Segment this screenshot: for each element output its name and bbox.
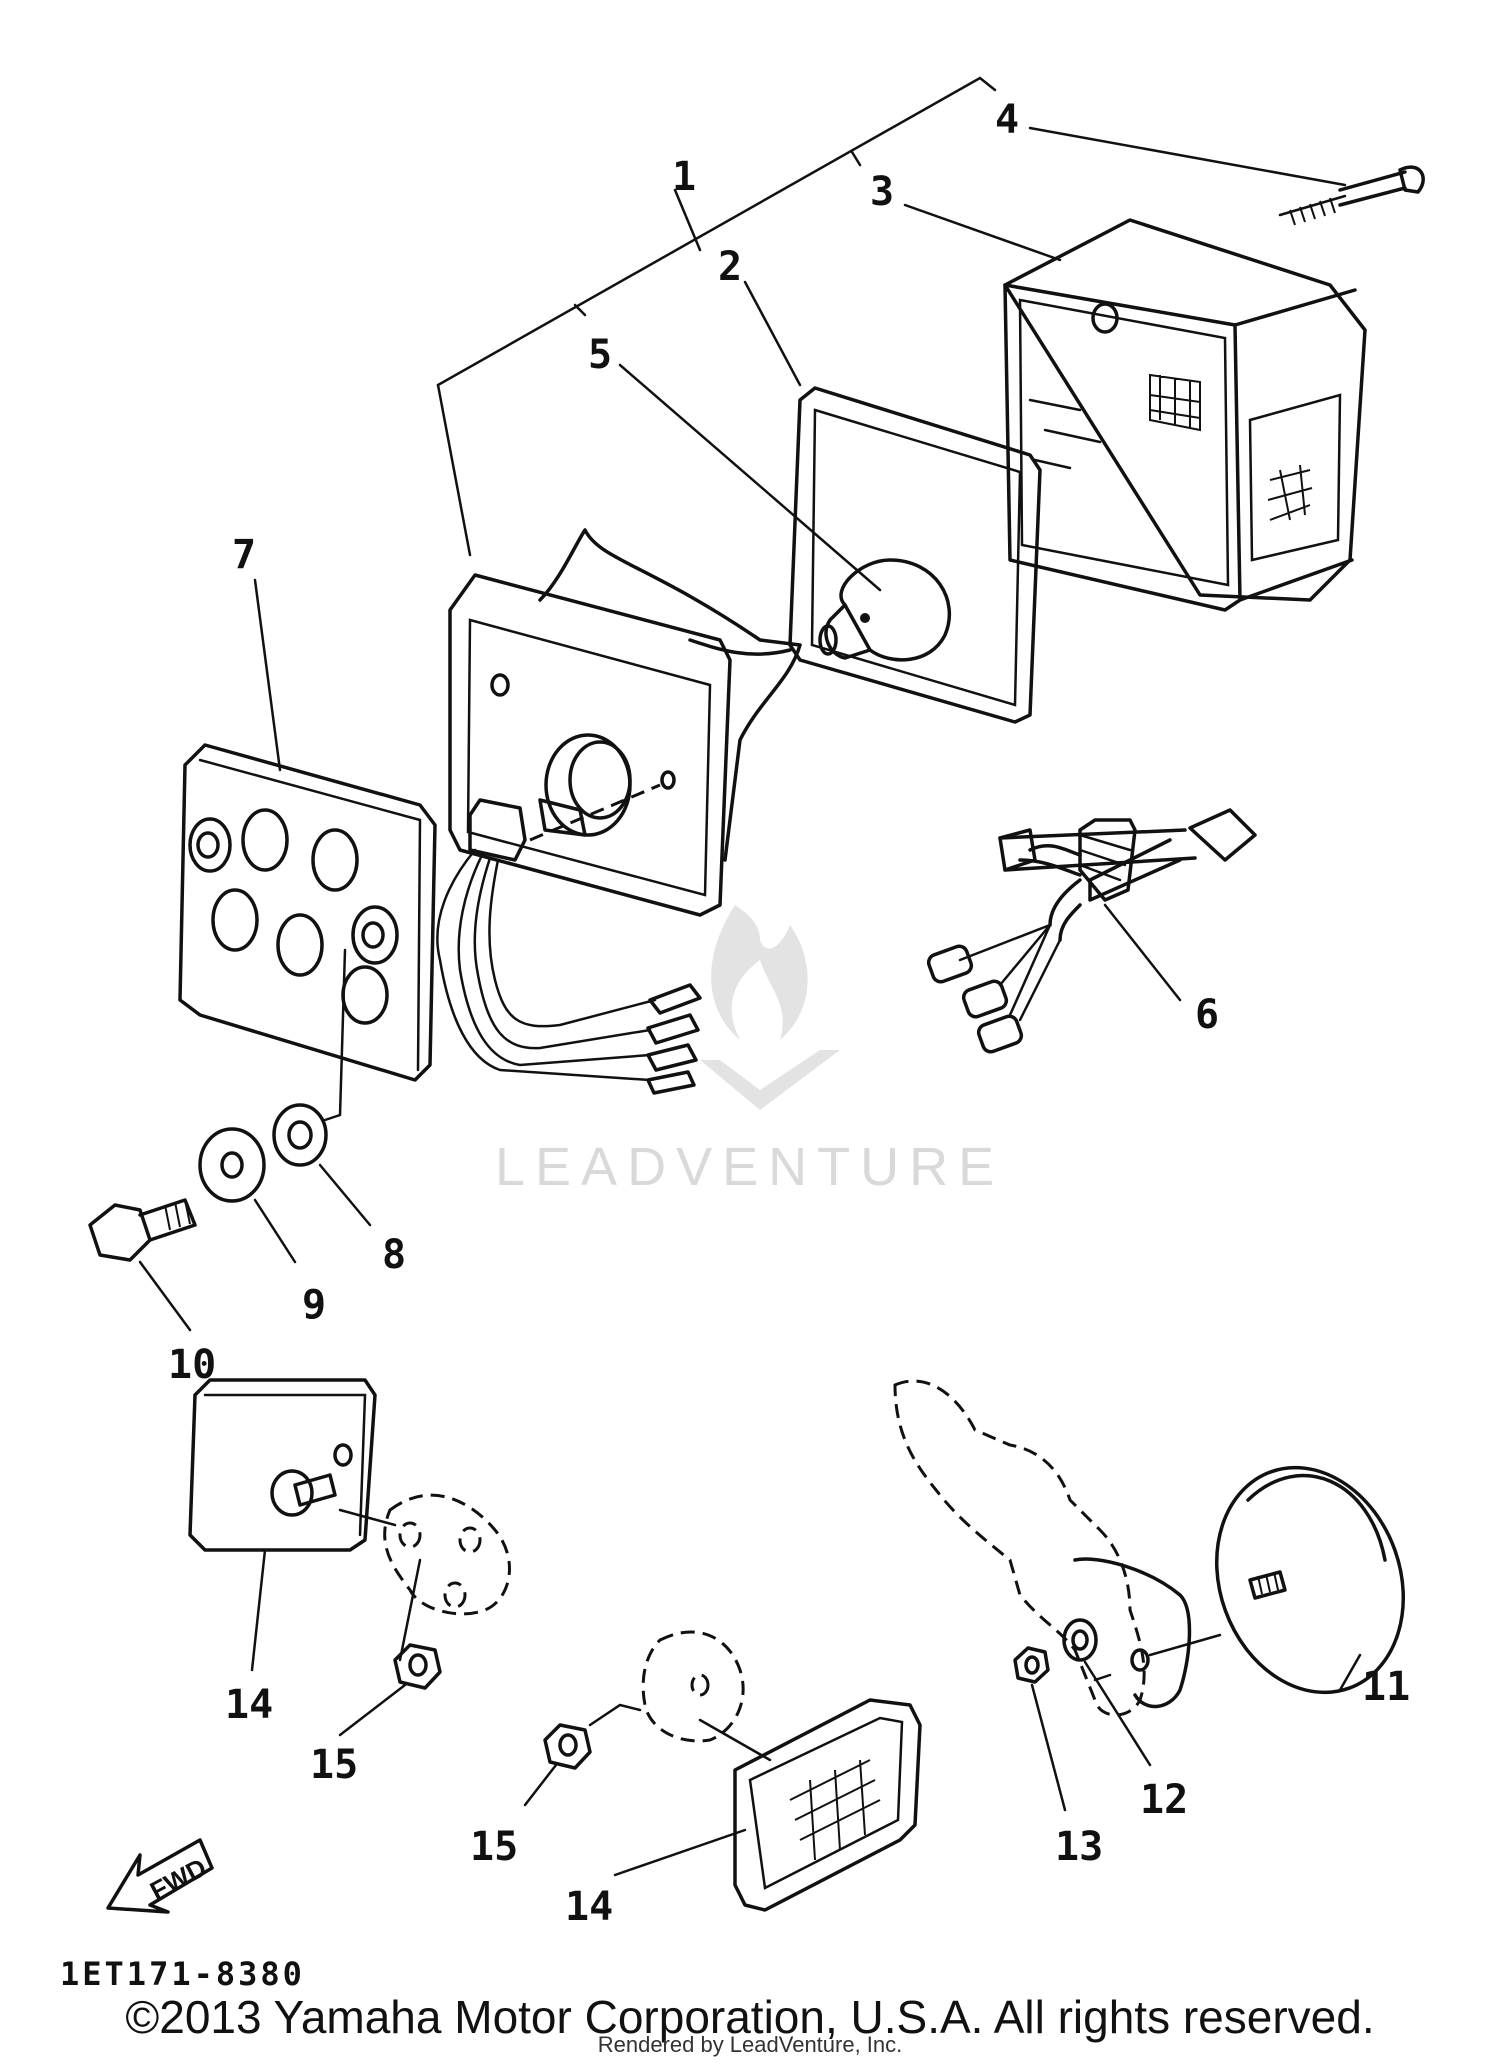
watermark-logo	[700, 905, 840, 1110]
callout-5: 5	[588, 332, 612, 378]
grommet	[272, 1103, 328, 1167]
callout-14-upper: 14	[225, 1682, 273, 1728]
drawing-code: 1ET171-8380	[60, 1955, 305, 1993]
svg-text:FWD: FWD	[145, 1852, 211, 1906]
reflector-upper	[188, 1378, 377, 1552]
fwd-arrow: FWD	[106, 1838, 214, 1914]
callout-8: 8	[382, 1232, 406, 1278]
callout-11: 11	[1362, 1664, 1410, 1710]
nut-upper	[393, 1643, 442, 1690]
base-housing	[448, 528, 802, 917]
bracket-upper	[338, 1493, 511, 1662]
mount-bracket	[893, 1379, 1222, 1717]
callout-10: 10	[168, 1342, 216, 1388]
callout-3: 3	[870, 169, 894, 215]
rendered-by-note: Rendered by LeadVenture, Inc.	[597, 2032, 903, 2057]
bolt	[88, 1198, 197, 1262]
callout-14-lower: 14	[565, 1884, 613, 1930]
lens-housing	[1003, 218, 1367, 612]
socket-wires	[436, 798, 702, 1095]
callout-15-lower: 15	[470, 1824, 518, 1870]
callout-4: 4	[995, 97, 1019, 143]
wire-harness	[926, 808, 1257, 1054]
callout-9: 9	[302, 1282, 326, 1328]
gasket	[788, 386, 1042, 724]
callout-7: 7	[232, 532, 256, 578]
callout-13: 13	[1055, 1824, 1103, 1870]
bulb	[818, 558, 952, 662]
round-reflector	[1214, 1465, 1406, 1695]
cover-plate	[178, 743, 437, 1082]
callout-15-upper: 15	[310, 1742, 358, 1788]
nut-small	[1013, 1646, 1050, 1684]
callout-6: 6	[1195, 992, 1219, 1038]
bracket-lower	[588, 1630, 772, 1762]
screw	[1278, 165, 1425, 226]
nut-lower	[543, 1723, 592, 1770]
leader-lines	[138, 126, 1362, 1877]
reflector-lower	[733, 1698, 922, 1912]
washer-small	[1062, 1618, 1098, 1662]
callout-1: 1	[672, 154, 696, 200]
leader-plate-washer	[323, 948, 347, 1122]
callout-2: 2	[718, 244, 742, 290]
callout-12: 12	[1140, 1777, 1188, 1823]
assembly-bracket	[436, 76, 997, 557]
washer	[198, 1127, 266, 1203]
watermark-text: LEADVENTURE	[495, 1137, 1004, 1197]
copyright-notice: ©2013 Yamaha Motor Corporation, U.S.A. A…	[125, 1991, 1375, 2043]
